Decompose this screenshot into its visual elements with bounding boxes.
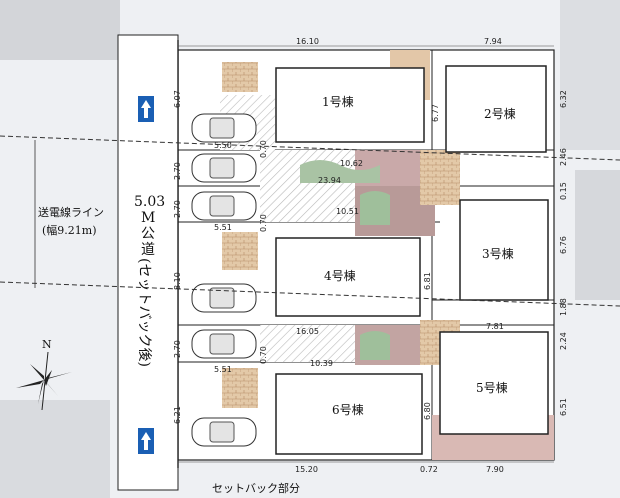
building-2-label: 2号棟: [484, 106, 516, 121]
dim-left-6: 6.21: [173, 406, 182, 424]
car-icon: [191, 329, 257, 359]
dim-left-2: 2.70: [173, 162, 182, 180]
dim-bottom-left: 15.20: [295, 465, 318, 474]
neighbor-block: [0, 400, 110, 498]
dim-top-left: 16.10: [296, 37, 319, 46]
building-4: [275, 237, 421, 317]
road-arrow-up-icon: [138, 96, 154, 122]
dim-070c: 0.70: [259, 346, 268, 364]
lawn: [360, 331, 390, 360]
building-2: [445, 65, 547, 153]
dim-551b: 5.51: [214, 365, 232, 374]
dim-1062: 10.62: [340, 159, 363, 168]
dim-right-5: 1.88: [559, 298, 568, 316]
building-3: [459, 199, 549, 301]
dim-bottom-right: 7.90: [486, 465, 504, 474]
dim-right-6: 2.24: [559, 332, 568, 350]
neighbor-block: [575, 170, 620, 300]
building-5-label: 5号棟: [476, 380, 508, 395]
road-name-1: M: [141, 210, 155, 226]
dim-left-3: 2.70: [173, 200, 182, 218]
dim-right-4: 6.76: [559, 236, 568, 254]
car-icon: [191, 283, 257, 313]
dim-right-7: 6.51: [559, 398, 568, 416]
road-arrow-up-icon: [138, 428, 154, 454]
car-icon: [191, 113, 257, 143]
setback-label: セットバック部分: [212, 481, 300, 495]
entrance-approach: [222, 232, 258, 270]
dim-551a: 5.51: [214, 223, 232, 232]
road-name-3: 道: [141, 242, 155, 258]
building-1: [275, 67, 425, 143]
parking-area: [260, 186, 360, 222]
dim-680: 6.80: [423, 402, 432, 420]
power-line-width-label: (幅9.21m): [42, 224, 97, 237]
dim-bottom-mid: 0.72: [420, 465, 438, 474]
dim-1605: 16.05: [296, 327, 319, 336]
entrance-approach: [222, 62, 258, 92]
dim-1051: 10.51: [336, 207, 359, 216]
dim-left-1: 6.07: [173, 90, 182, 108]
dim-right-3: 0.15: [559, 182, 568, 200]
car-icon: [191, 153, 257, 183]
building-4-label: 4号棟: [324, 268, 356, 283]
dim-070b: 0.70: [259, 214, 268, 232]
dim-070a: 0.70: [259, 140, 268, 158]
road-name-2: 公: [141, 226, 155, 242]
power-line-label: 送電線ライン: [38, 205, 104, 219]
dim-550: 5.50: [214, 141, 232, 150]
building-1-label: 1号棟: [322, 94, 354, 109]
dim-left-5: 2.70: [173, 340, 182, 358]
dim-2394: 23.94: [318, 176, 341, 185]
lawn: [300, 160, 380, 183]
entrance-approach: [420, 150, 460, 205]
building-6-label: 6号棟: [332, 402, 364, 417]
car-icon: [191, 191, 257, 221]
parking-area: [260, 325, 360, 362]
compass-north-label: N: [42, 338, 52, 351]
dim-1039: 10.39: [310, 359, 333, 368]
dim-left-4: 8.10: [173, 272, 182, 290]
dim-top-right: 7.94: [484, 37, 502, 46]
building-5: [439, 331, 549, 435]
dim-677: 6.77: [431, 104, 440, 122]
road-note: (セットバック後): [136, 258, 152, 367]
lawn: [360, 191, 390, 225]
building-3-label: 3号棟: [482, 246, 514, 261]
building-6: [275, 373, 423, 455]
dim-right-1: 6.32: [559, 90, 568, 108]
dim-right-2: 2.46: [559, 148, 568, 166]
entrance-approach: [222, 368, 258, 408]
road-width: 5.03: [134, 194, 165, 210]
car-icon: [191, 417, 257, 447]
compass-north-icon: N: [16, 338, 72, 411]
dim-781: 7.81: [486, 322, 504, 331]
neighbor-block: [560, 0, 620, 150]
neighbor-block: [0, 0, 120, 60]
dim-681: 6.81: [423, 272, 432, 290]
